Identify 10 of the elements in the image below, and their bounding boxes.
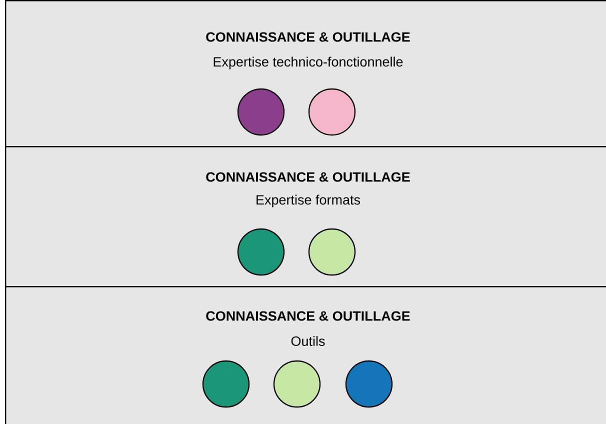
dot <box>273 360 321 408</box>
band: CONNAISSANCE & OUTILLAGE Outils <box>5 286 606 424</box>
band: CONNAISSANCE & OUTILLAGE Expertise technico-fonctionnelle <box>5 0 606 148</box>
dot <box>237 88 285 136</box>
dot <box>308 88 356 136</box>
dot <box>202 360 250 408</box>
band: CONNAISSANCE & OUTILLAGE Expertise formats <box>5 146 606 288</box>
dot <box>308 228 356 276</box>
dot <box>345 360 393 408</box>
dot <box>237 228 285 276</box>
